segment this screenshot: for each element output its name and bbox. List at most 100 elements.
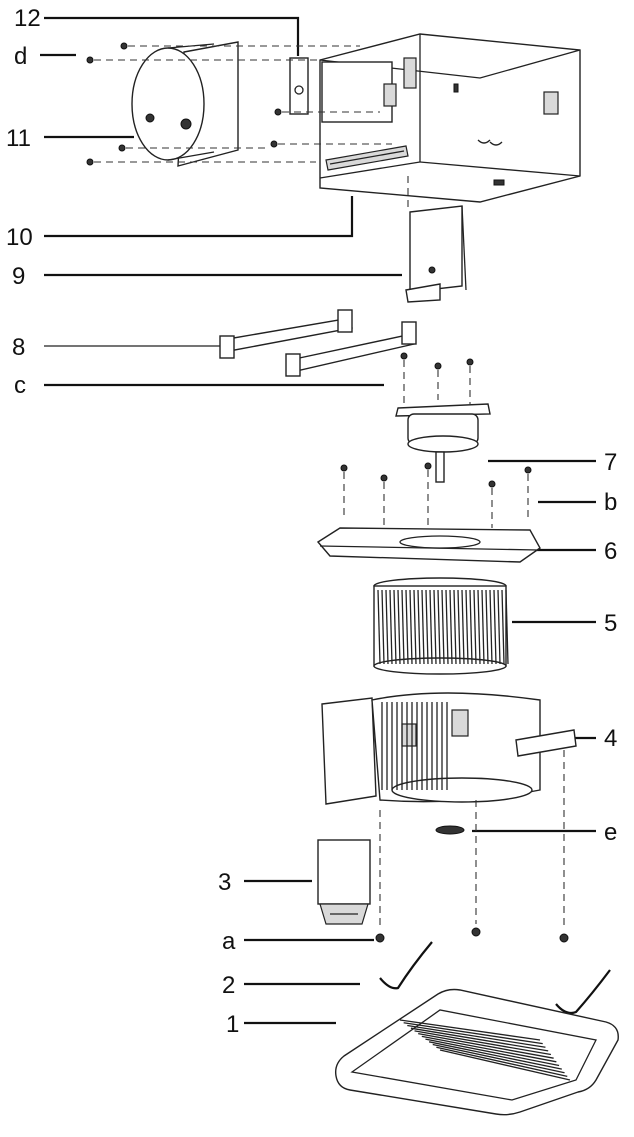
housing-inner-bottom-right <box>419 161 581 177</box>
housing-opening <box>321 61 393 123</box>
screws-a <box>375 750 569 943</box>
hanger-bar-lower-end-right <box>401 321 417 345</box>
blower-blade <box>441 589 445 665</box>
blower-blade <box>481 589 485 665</box>
screw-b-5 <box>524 466 532 474</box>
duct-collar-screw-b <box>180 118 192 130</box>
duct-collar-ring <box>131 47 205 161</box>
blower-blade <box>377 589 381 665</box>
blower-blade <box>449 589 453 665</box>
housing-box <box>319 33 581 203</box>
blower-blade <box>437 589 441 665</box>
blower-blade <box>505 589 509 665</box>
blower-scroll-outlet <box>321 697 377 805</box>
grille-vent-slot <box>410 1027 549 1052</box>
blower-blade <box>417 589 421 665</box>
blower-blade <box>421 589 425 665</box>
blower-blade <box>465 589 469 665</box>
blower-blade <box>445 589 449 665</box>
washer-e <box>435 825 465 835</box>
wiring-box-screw <box>428 266 436 274</box>
hanger-bar-upper-end-right <box>337 309 353 333</box>
callout-label-12: 12 <box>14 5 41 32</box>
screws-c <box>400 352 474 404</box>
hanger-bars <box>219 309 417 377</box>
part-e-washer <box>435 825 465 835</box>
callout-label-10: 10 <box>6 224 33 251</box>
screw-a-2 <box>471 927 481 937</box>
wiring-box <box>405 176 467 303</box>
blower-blade <box>393 589 397 665</box>
blower-scroll-window <box>451 709 469 737</box>
motor-mount-plate <box>395 403 491 417</box>
callout-label-4: 4 <box>604 725 617 752</box>
callout-label-9: 9 <box>12 263 25 290</box>
mounting-plate <box>316 527 541 563</box>
blower-blade <box>469 589 473 665</box>
housing-knockout <box>543 91 559 115</box>
housing-slot-b <box>383 83 397 107</box>
blower-scroll <box>321 692 577 805</box>
blower-blade <box>385 589 389 665</box>
screw-d-1 <box>120 42 128 50</box>
blower-blade <box>493 589 497 665</box>
hanger-bar-lower <box>289 333 415 373</box>
mounting-plate-body <box>316 527 541 563</box>
leader-line-12 <box>44 16 300 56</box>
blower-blade <box>389 589 393 665</box>
blower-wheel-blades <box>377 589 509 665</box>
callout-label-5: 5 <box>604 610 617 637</box>
callout-label-8: 8 <box>12 334 25 361</box>
callout-label-2: 2 <box>222 972 235 999</box>
damper-plate <box>289 57 309 115</box>
screw-b-2 <box>380 474 388 482</box>
blower-blade <box>381 589 385 665</box>
housing-slot-a <box>403 57 417 89</box>
hanger-bar-lower-end-left <box>285 353 301 377</box>
callout-label-b: b <box>604 489 617 516</box>
blower-blade <box>461 589 465 665</box>
duct-collar-bottom-edge <box>167 151 215 161</box>
blower-blade <box>453 589 457 665</box>
grille <box>334 988 619 1116</box>
blower-blade <box>401 589 405 665</box>
grille-vent-slot <box>418 1032 554 1059</box>
housing-tab <box>453 83 459 93</box>
callout-label-7: 7 <box>604 449 617 476</box>
screw-b-1 <box>340 464 348 472</box>
grille-vent-slot <box>421 1035 557 1063</box>
grille-vent-slot <box>425 1038 560 1067</box>
blower-blade <box>425 589 429 665</box>
grille-vent-slot <box>428 1041 562 1070</box>
grille-vent-slot <box>436 1046 568 1077</box>
blower-blade <box>405 589 409 665</box>
screw-d-5 <box>270 140 278 148</box>
screw-a-1 <box>375 933 385 943</box>
grille-vent-slot <box>399 1019 541 1041</box>
blower-scroll-bracket <box>515 729 577 757</box>
screw-c-2 <box>434 362 442 370</box>
blower-blade <box>497 589 501 665</box>
callout-label-e: e <box>604 819 617 846</box>
hanger-bar-upper-end-left <box>219 335 235 359</box>
blower-blade <box>501 589 505 665</box>
duct-collar <box>131 41 239 167</box>
grille-vent-slot <box>432 1043 565 1074</box>
screw-b-4 <box>488 480 496 488</box>
blower-scroll-port <box>401 723 417 747</box>
motor <box>395 403 491 483</box>
blower-scroll-ribs <box>381 702 448 790</box>
screw-d-2 <box>86 56 94 64</box>
grille-spring-right <box>555 969 611 1015</box>
blower-blade <box>477 589 481 665</box>
screw-c-3 <box>466 358 474 366</box>
blower-blade <box>413 589 417 665</box>
screws-d <box>86 42 392 166</box>
housing-vents <box>477 139 503 146</box>
screw-d-6 <box>86 158 94 166</box>
blower-blade <box>397 589 401 665</box>
grille-vent-slot <box>414 1030 552 1056</box>
wiring-box-body <box>409 205 463 293</box>
receptacle-body <box>317 839 371 905</box>
